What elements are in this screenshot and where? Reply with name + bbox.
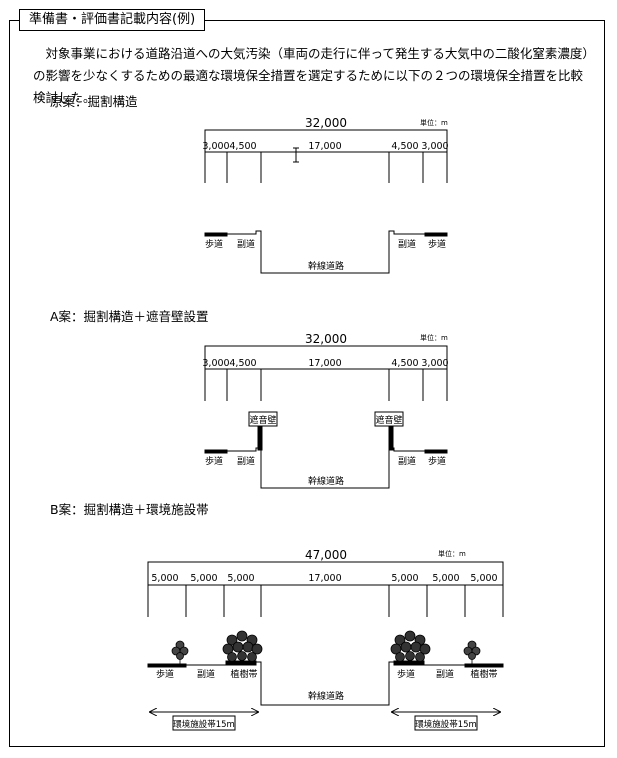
label-original-walk-left: 歩道	[205, 238, 223, 250]
section-label-plan-a: A案：掘割構造＋遮音壁設置	[50, 309, 209, 324]
diagram-plan-a	[204, 345, 448, 489]
label-original-side-left: 副道	[237, 238, 255, 250]
unit-original: 単位：m	[420, 118, 448, 127]
tree-icon-small-left	[171, 640, 189, 664]
label-plan-b-green-right: 植樹帯	[470, 668, 497, 680]
label-original-center: 幹線道路	[308, 260, 344, 272]
label-plan-b-center: 幹線道路	[308, 690, 344, 702]
document-frame	[9, 20, 605, 747]
dim-plan-b-1: 5,000	[151, 573, 178, 584]
dim-plan-a-2: 4,500	[229, 358, 256, 369]
label-plan-a-wall-left: 遮音壁	[249, 414, 276, 426]
dim-plan-b-6: 5,000	[432, 573, 459, 584]
label-zone-left: 環境施設帯15m	[173, 719, 235, 730]
dim-original-5: 3,000	[421, 141, 448, 152]
label-plan-a-center: 幹線道路	[308, 475, 344, 487]
zone-arrow-left	[150, 712, 258, 731]
dim-original-2: 4,500	[229, 141, 256, 152]
label-plan-b-side-left: 副道	[197, 668, 215, 680]
tree-icon-small-right	[463, 640, 481, 664]
zone-arrow-right	[392, 712, 500, 731]
dim-plan-a-3: 17,000	[308, 358, 341, 369]
total-dim-original: 32,000	[305, 116, 347, 130]
dim-original-3: 17,000	[308, 141, 341, 152]
section-label-original: 原案：掘割構造	[50, 94, 138, 109]
dim-plan-b-2: 5,000	[190, 573, 217, 584]
total-dim-plan-a: 32,000	[305, 332, 347, 346]
dim-plan-b-3: 5,000	[227, 573, 254, 584]
dim-original-4: 4,500	[391, 141, 418, 152]
dim-plan-a-1: 3,000	[202, 358, 229, 369]
dim-plan-b-4: 17,000	[308, 573, 341, 584]
label-plan-a-walk-right: 歩道	[428, 455, 446, 467]
label-zone-right: 環境施設帯15m	[415, 719, 477, 730]
dim-plan-a-5: 3,000	[421, 358, 448, 369]
label-original-side-right: 副道	[398, 238, 416, 250]
tree-cluster-icon-left	[222, 630, 263, 662]
label-plan-a-wall-right: 遮音壁	[375, 414, 402, 426]
label-plan-a-walk-left: 歩道	[205, 455, 223, 467]
dim-original-1: 3,000	[202, 141, 229, 152]
dim-plan-b-7: 5,000	[470, 573, 497, 584]
label-plan-b-side-right: 副道	[436, 668, 454, 680]
text-cursor-icon	[293, 147, 299, 163]
diagram-original	[204, 129, 448, 274]
dim-plan-b-5: 5,000	[391, 573, 418, 584]
tree-cluster-icon-right	[390, 630, 431, 662]
label-plan-a-side-left: 副道	[237, 455, 255, 467]
diagram-plan-b	[147, 561, 504, 706]
label-plan-b-walk-left: 歩道	[156, 668, 174, 680]
label-original-walk-right: 歩道	[428, 238, 446, 250]
body-paragraph: 対象事業における道路沿道への大気汚染（車両の走行に伴って発生する大気中の二酸化窒…	[33, 46, 589, 105]
dim-plan-a-4: 4,500	[391, 358, 418, 369]
document-title: 準備書・評価書記載内容(例)	[19, 9, 206, 31]
label-plan-b-walk-right: 歩道	[397, 668, 415, 680]
unit-plan-b: 単位：m	[438, 549, 466, 558]
label-plan-a-side-right: 副道	[398, 455, 416, 467]
total-dim-plan-b: 47,000	[305, 548, 347, 562]
section-label-plan-b: B案：掘割構造＋環境施設帯	[50, 502, 209, 517]
unit-plan-a: 単位：m	[420, 333, 448, 342]
label-plan-b-green-left: 植樹帯	[230, 668, 257, 680]
